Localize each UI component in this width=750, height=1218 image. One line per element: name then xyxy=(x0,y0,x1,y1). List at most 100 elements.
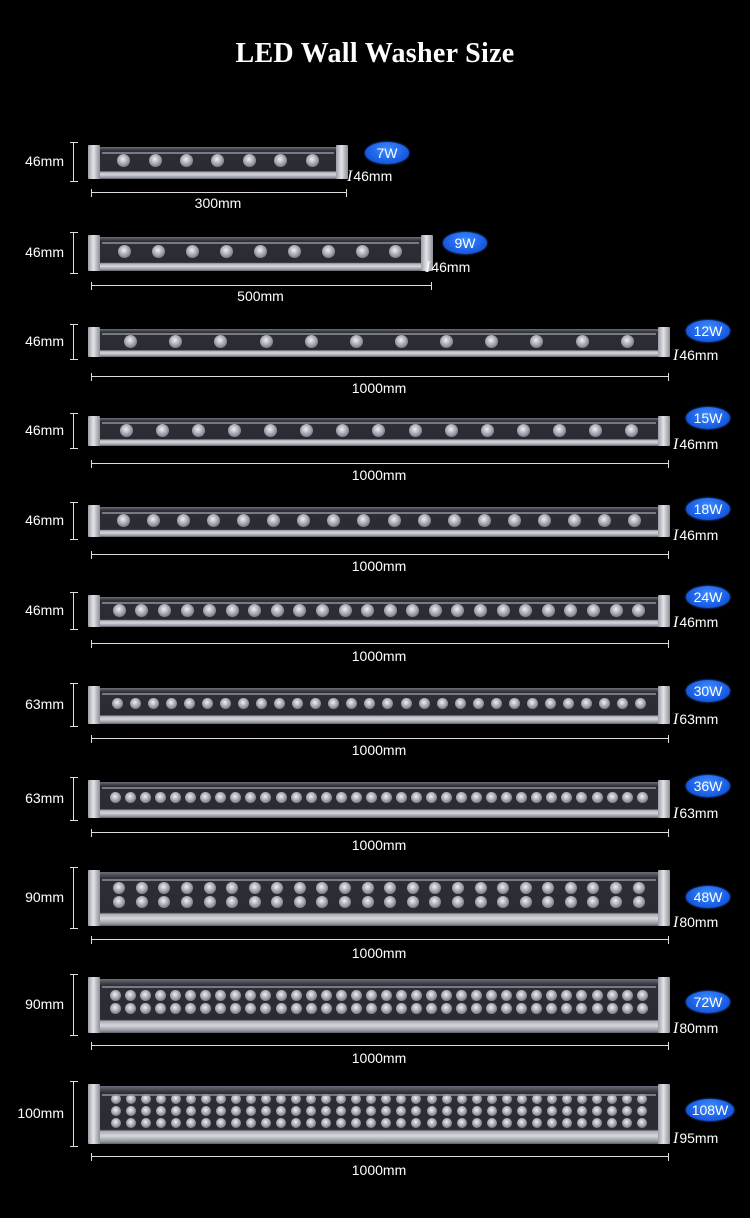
led-icon xyxy=(230,1118,241,1129)
depth-dimension-icon: I xyxy=(673,347,679,364)
led-icon xyxy=(124,334,138,348)
led-icon xyxy=(426,1106,437,1117)
led-icon xyxy=(351,1106,362,1117)
led-icon xyxy=(158,896,171,909)
led-icon xyxy=(155,1106,166,1117)
led-row xyxy=(102,792,656,804)
wall-washer-fixture xyxy=(88,145,348,179)
led-icon xyxy=(215,1003,227,1015)
led-icon xyxy=(248,603,262,617)
power-badge: 24W xyxy=(686,586,730,608)
height-dimension-bracket xyxy=(70,502,78,540)
led-icon xyxy=(383,603,397,617)
height-dimension-bracket xyxy=(70,867,78,929)
led-icon xyxy=(364,698,376,710)
led-icon xyxy=(170,1118,181,1129)
led-icon xyxy=(456,1106,467,1117)
led-icon xyxy=(110,1118,121,1129)
depth-label: I46mm xyxy=(347,168,392,186)
led-icon xyxy=(291,1118,302,1129)
led-icon xyxy=(275,792,287,804)
led-icon xyxy=(622,1106,633,1117)
led-icon xyxy=(396,1118,407,1129)
led-icon xyxy=(350,792,362,804)
height-label: 63mm xyxy=(25,790,64,806)
led-icon xyxy=(381,1094,392,1105)
led-icon xyxy=(176,513,190,527)
led-icon xyxy=(451,896,464,909)
depth-value: 95mm xyxy=(679,1130,719,1146)
depth-dimension-icon: I xyxy=(673,1130,679,1147)
led-icon xyxy=(200,990,212,1002)
led-icon xyxy=(508,698,520,710)
led-icon xyxy=(316,896,329,909)
led-icon xyxy=(140,792,152,804)
led-icon xyxy=(336,1094,347,1105)
led-icon xyxy=(118,245,132,259)
length-dimension-line xyxy=(91,460,669,468)
led-icon xyxy=(351,1094,362,1105)
led-icon xyxy=(110,990,122,1002)
led-icon xyxy=(200,1003,212,1015)
led-icon xyxy=(300,423,314,437)
lens-reflection xyxy=(102,333,656,336)
led-icon xyxy=(426,1118,437,1129)
led-icon xyxy=(444,423,458,437)
end-cap-right xyxy=(658,416,670,446)
led-icon xyxy=(451,882,464,895)
led-icon xyxy=(203,603,217,617)
led-icon xyxy=(546,1003,558,1015)
power-badge: 72W xyxy=(686,991,730,1013)
led-icon xyxy=(441,792,453,804)
lens-reflection xyxy=(102,601,656,604)
height-label: 90mm xyxy=(25,996,64,1012)
led-icon xyxy=(587,882,600,895)
length-dimension-line xyxy=(91,640,669,648)
wall-washer-fixture xyxy=(88,1084,670,1144)
led-icon xyxy=(625,423,639,437)
led-icon xyxy=(191,423,205,437)
led-icon xyxy=(267,513,281,527)
led-icon xyxy=(636,792,648,804)
led-icon xyxy=(516,1094,527,1105)
depth-dimension-icon: I xyxy=(425,259,431,276)
led-icon xyxy=(538,513,552,527)
led-icon xyxy=(410,1003,422,1015)
led-icon xyxy=(486,792,498,804)
led-panel xyxy=(102,421,656,439)
fixture-housing xyxy=(98,237,423,271)
led-icon xyxy=(230,1106,241,1117)
led-icon xyxy=(155,1003,167,1015)
led-icon xyxy=(140,990,152,1002)
led-icon xyxy=(501,792,513,804)
led-icon xyxy=(372,423,386,437)
led-icon xyxy=(400,698,412,710)
led-icon xyxy=(346,698,358,710)
led-icon xyxy=(336,1106,347,1117)
height-dimension-bracket xyxy=(70,777,78,821)
led-icon xyxy=(135,882,148,895)
power-badge: 48W xyxy=(686,886,730,908)
led-icon xyxy=(606,792,618,804)
depth-dimension-icon: I xyxy=(673,1020,679,1037)
fixture-housing xyxy=(98,507,660,537)
led-icon xyxy=(606,990,618,1002)
led-icon xyxy=(486,1003,498,1015)
led-icon xyxy=(320,1003,332,1015)
led-icon xyxy=(606,1003,618,1015)
led-icon xyxy=(454,698,466,710)
led-icon xyxy=(621,792,633,804)
led-icon xyxy=(440,334,454,348)
led-icon xyxy=(170,1094,181,1105)
led-icon xyxy=(471,990,483,1002)
led-icon xyxy=(140,1118,151,1129)
led-icon xyxy=(335,792,347,804)
end-cap-left xyxy=(88,1084,100,1144)
fixture-housing xyxy=(98,872,660,926)
led-icon xyxy=(384,882,397,895)
led-icon xyxy=(564,896,577,909)
depth-label: I46mm xyxy=(673,614,718,632)
led-icon xyxy=(410,990,422,1002)
led-icon xyxy=(125,990,137,1002)
length-label: 1000mm xyxy=(351,380,407,396)
